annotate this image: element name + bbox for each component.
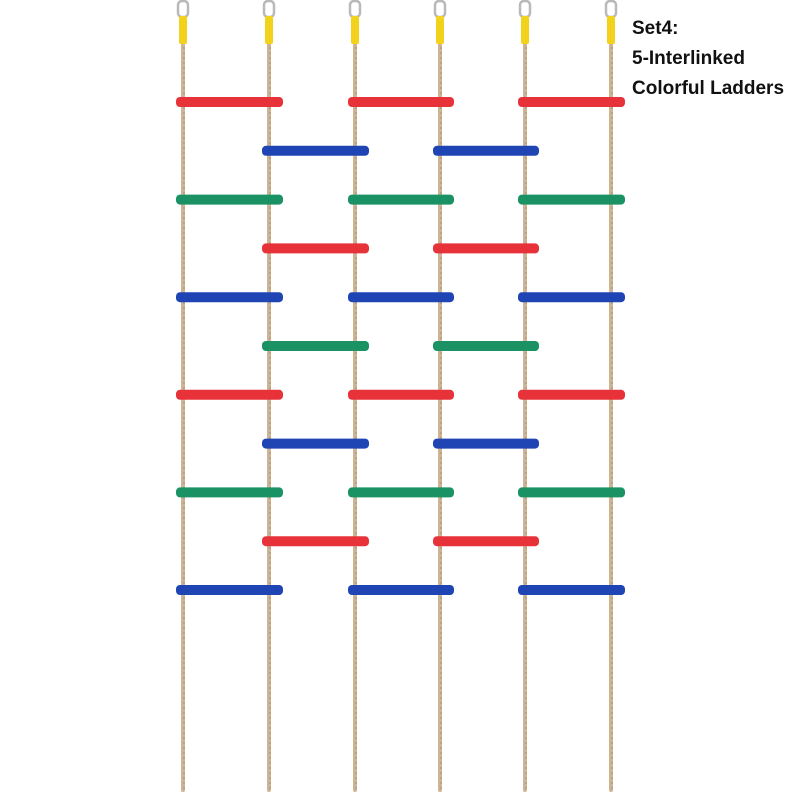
rung-blue: [262, 145, 369, 156]
rung-green: [518, 194, 625, 205]
rung-green: [262, 341, 369, 351]
rung-blue: [348, 585, 454, 595]
rung-green: [518, 487, 625, 498]
hook-icon: [262, 0, 276, 19]
rung-red: [176, 97, 283, 107]
rung-red: [348, 389, 454, 400]
rung-green: [348, 487, 454, 498]
sleeve-icon: [436, 16, 444, 44]
rung-red: [262, 536, 369, 547]
rung-blue: [518, 292, 625, 303]
rung-red: [433, 536, 539, 547]
caption-line-colorful: Colorful Ladders: [632, 78, 785, 99]
hook-icon: [518, 0, 532, 19]
rung-red: [176, 389, 283, 400]
rung-blue: [433, 438, 539, 449]
rung-red: [433, 243, 539, 254]
rung-green: [176, 487, 283, 498]
hook-icon: [176, 0, 190, 19]
hook-icon: [348, 0, 362, 19]
rung-blue: [176, 292, 283, 303]
rung-blue: [348, 292, 454, 303]
caption-line-interlinked: 5-Interlinked: [632, 48, 745, 69]
rung-green: [348, 194, 454, 205]
hook-icon: [433, 0, 447, 19]
rung-green: [176, 194, 283, 205]
rung-red: [518, 97, 625, 107]
sleeve-icon: [521, 16, 529, 44]
rung-blue: [433, 145, 539, 156]
sleeve-icon: [607, 16, 615, 44]
rung-blue: [518, 585, 625, 595]
caption-line-set: Set4:: [632, 18, 679, 39]
sleeve-icon: [265, 16, 273, 44]
rung-red: [518, 389, 625, 400]
rung-blue: [262, 438, 369, 449]
sleeve-icon: [351, 16, 359, 44]
hooks-group: [176, 0, 618, 44]
product-caption: Set4: 5-Interlinked Colorful Ladders: [632, 14, 797, 104]
rungs-group: [176, 97, 625, 595]
rung-red: [262, 243, 369, 254]
rung-red: [348, 97, 454, 107]
hook-icon: [604, 0, 618, 19]
ropes-group: [181, 20, 613, 792]
rung-green: [433, 341, 539, 351]
sleeve-icon: [179, 16, 187, 44]
rung-blue: [176, 585, 283, 595]
